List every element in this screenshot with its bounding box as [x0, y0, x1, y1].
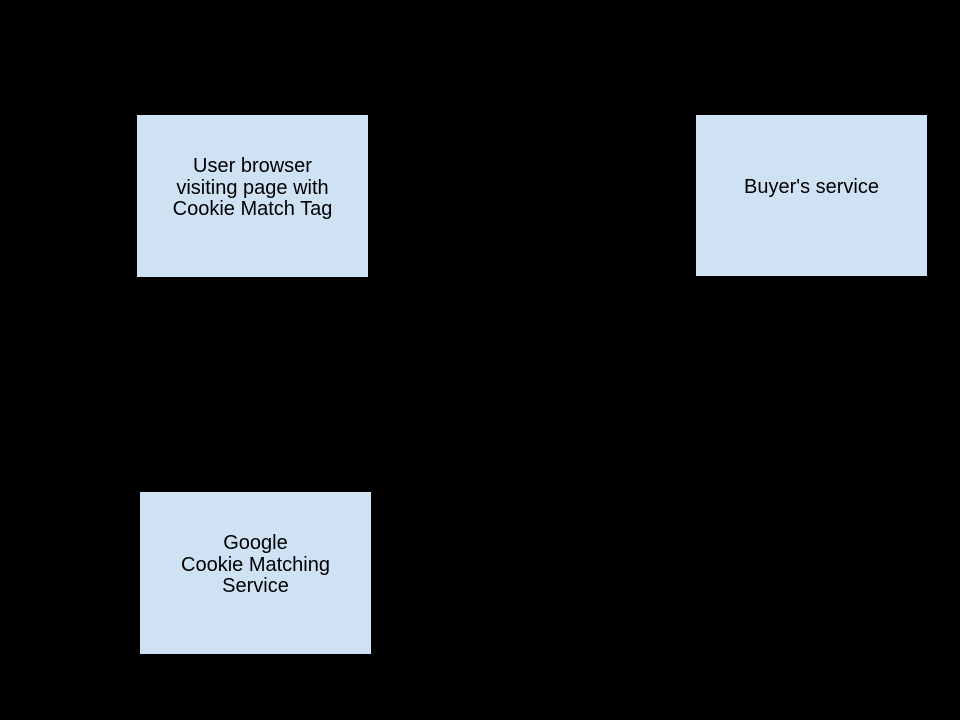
node-google-cookie-matching-service-label: Google Cookie Matching Service: [181, 532, 330, 598]
node-buyers-service-label: Buyer's service: [744, 176, 879, 199]
node-user-browser-label: User browser visiting page with Cookie M…: [172, 155, 333, 221]
node-buyers-service: Buyer's service: [696, 115, 927, 276]
node-user-browser: User browser visiting page with Cookie M…: [137, 115, 368, 277]
node-google-cookie-matching-service: Google Cookie Matching Service: [140, 492, 371, 654]
